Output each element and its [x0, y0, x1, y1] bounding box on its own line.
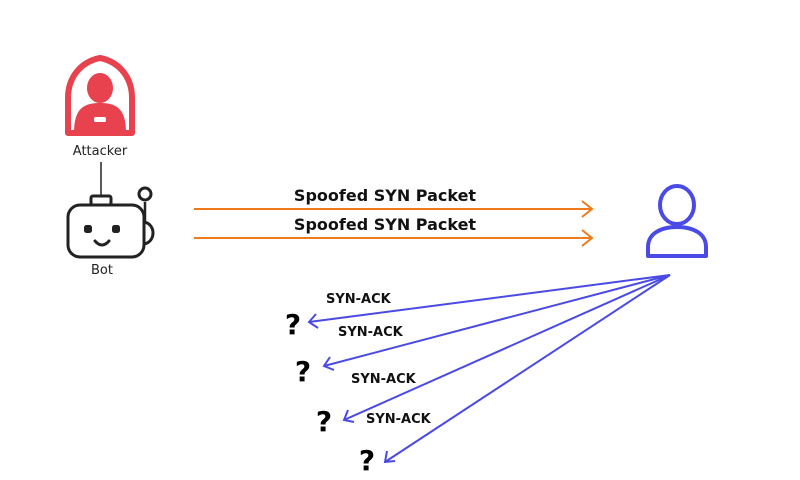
spoofed-syn-label: Spoofed SYN Packet	[294, 186, 477, 205]
syn-ack-arrow	[322, 274, 671, 371]
bot-icon	[66, 186, 155, 259]
syn-ack-arrow	[307, 274, 671, 329]
spoofed-syn-label: Spoofed SYN Packet	[294, 215, 477, 234]
attacker-icon	[65, 55, 135, 136]
bot-label: Bot	[91, 263, 113, 278]
syn-ack-label: SYN-ACK	[351, 372, 417, 387]
syn-ack-arrow	[342, 274, 671, 423]
syn-ack-label: SYN-ACK	[338, 325, 404, 340]
victim-user-icon	[646, 184, 708, 258]
spoofed-syn-arrow	[194, 229, 594, 247]
spoofed-syn-arrow	[194, 200, 594, 218]
unknown-host-mark: ?	[285, 308, 301, 341]
syn-ack-label: SYN-ACK	[366, 412, 432, 427]
syn-ack-arrow	[383, 274, 671, 464]
unknown-host-mark: ?	[359, 444, 375, 477]
unknown-host-mark: ?	[295, 355, 311, 388]
syn-ack-label: SYN-ACK	[326, 292, 392, 307]
attacker-label: Attacker	[73, 144, 128, 159]
unknown-host-mark: ?	[316, 405, 332, 438]
